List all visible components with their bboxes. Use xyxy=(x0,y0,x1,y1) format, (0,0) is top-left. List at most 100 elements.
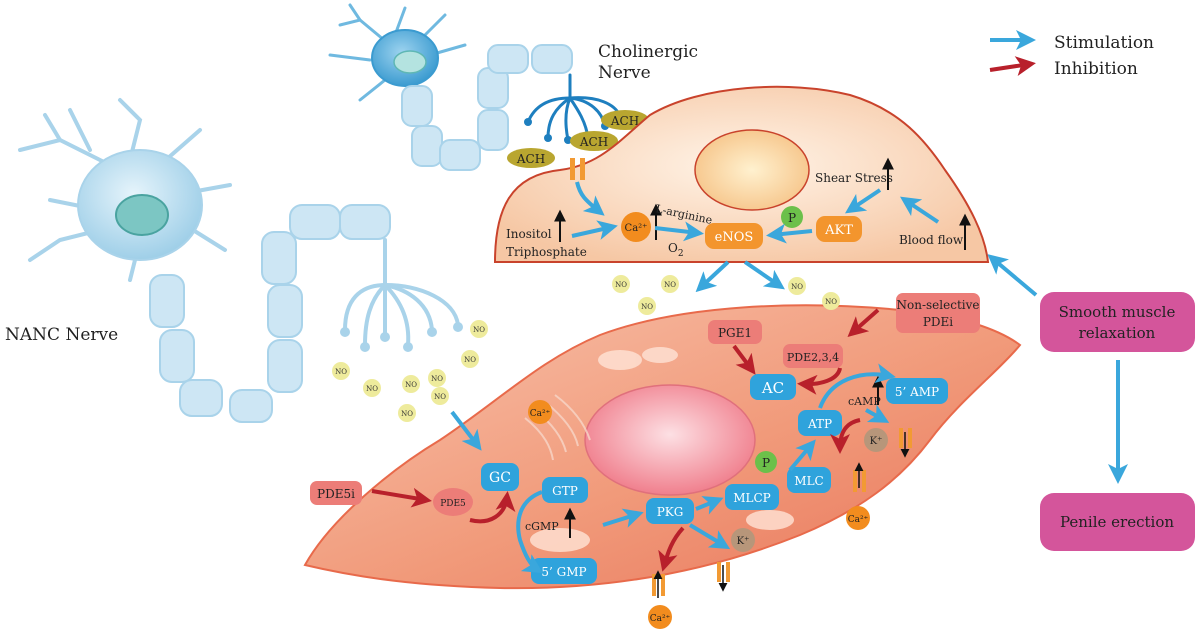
cholinergic-nucleus xyxy=(393,50,427,74)
smooth-muscle-inhib-arrows xyxy=(371,308,880,572)
inhibition-arrow-icon xyxy=(989,56,1036,76)
akt-label: AKT xyxy=(824,223,853,238)
outcomes: Smooth muscle relaxation Penile erection xyxy=(987,254,1195,551)
nonselective-label-line2: PDEi xyxy=(923,315,953,329)
ach-molecule: ACH xyxy=(507,148,555,168)
pde5-label: PDE5 xyxy=(440,499,466,509)
no-molecule: NO xyxy=(788,277,806,295)
nonselective-label-line1: Non-selective xyxy=(897,298,980,312)
mlcp-label: MLCP xyxy=(733,491,771,505)
sm-phosphate xyxy=(755,451,777,473)
svg-text:ACH: ACH xyxy=(610,114,639,128)
pde234-box xyxy=(783,344,843,368)
blood-flow-label: Blood flow xyxy=(899,233,964,247)
enos-box xyxy=(705,223,763,249)
svg-text:NO: NO xyxy=(791,283,803,291)
relaxation-line1: Smooth muscle xyxy=(1059,303,1176,321)
no-to-gc-arrow xyxy=(450,410,482,451)
ca-ion-right xyxy=(846,506,870,530)
svg-text:NO: NO xyxy=(405,381,417,389)
ach-molecule: ACH xyxy=(570,131,618,151)
ach-receptor xyxy=(570,158,585,180)
gmp5-box xyxy=(531,558,597,584)
pkg-box xyxy=(646,498,694,524)
akt-box xyxy=(816,216,862,242)
camp-label: cAMP xyxy=(848,395,881,408)
pge1-label: PGE1 xyxy=(718,326,752,340)
atp-box xyxy=(798,410,842,436)
k-channel-lower xyxy=(717,562,730,592)
legend-stimulation: Stimulation xyxy=(1054,33,1154,53)
no-molecule: NO xyxy=(428,369,446,387)
gc-box xyxy=(481,463,519,491)
ac-label: AC xyxy=(761,379,784,397)
no-molecule: NO xyxy=(612,275,630,293)
svg-text:NO: NO xyxy=(434,393,446,401)
svg-text:Ca²⁺: Ca²⁺ xyxy=(625,223,648,234)
gmp5-label: 5’ GMP xyxy=(541,565,586,579)
mlc-box xyxy=(787,467,831,493)
cholinergic-label-line2: Nerve xyxy=(598,63,651,83)
endothelial-arrows xyxy=(571,181,940,293)
svg-text:NO: NO xyxy=(335,368,347,376)
ca-channel-lower xyxy=(652,570,665,598)
no-molecule: NO xyxy=(332,362,350,380)
svg-text:P: P xyxy=(762,456,770,470)
pge1-box xyxy=(708,320,762,344)
svg-text:NO: NO xyxy=(473,326,485,334)
svg-text:NO: NO xyxy=(431,375,443,383)
nanc-nerve-label: NANC Nerve xyxy=(5,325,118,345)
endothelial-cell: Inositol Triphosphate Ca²⁺ L-arginine O2… xyxy=(493,85,990,263)
nonselective-pdei-box xyxy=(896,293,980,333)
endo-calcium-ion xyxy=(621,212,651,242)
inositol-label-line1: Inositol xyxy=(506,227,552,241)
svg-text:NO: NO xyxy=(664,281,676,289)
amp5-label: 5’ AMP xyxy=(895,385,939,399)
svg-text:NO: NO xyxy=(825,298,837,306)
no-molecule: NO xyxy=(398,404,416,422)
nanc-neuron: NANC Nerve xyxy=(5,98,463,423)
svg-text:NO: NO xyxy=(641,303,653,311)
svg-text:NO: NO xyxy=(615,281,627,289)
svg-text:NO: NO xyxy=(401,410,413,418)
svg-text:K⁺: K⁺ xyxy=(737,536,750,547)
svg-text:ACH: ACH xyxy=(579,135,608,149)
mlc-label: MLC xyxy=(794,474,823,488)
amp5-box xyxy=(886,378,948,404)
ca-ion-bottom xyxy=(648,605,672,629)
ach-molecules: ACH ACH ACH xyxy=(507,110,649,168)
legend: Stimulation Inhibition xyxy=(989,30,1154,79)
svg-text:Ca²⁺: Ca²⁺ xyxy=(650,614,671,624)
pde5-box xyxy=(433,488,473,516)
o2-label: O2 xyxy=(668,241,684,259)
smooth-muscle-nucleus xyxy=(584,384,756,496)
smooth-muscle-cell xyxy=(303,304,1022,590)
shear-stress-label: Shear Stress xyxy=(815,171,893,185)
no-molecule: NO xyxy=(638,297,656,315)
svg-text:K⁺: K⁺ xyxy=(870,436,883,447)
smooth-muscle-relaxation-box xyxy=(1040,292,1195,352)
atp-label: ATP xyxy=(807,417,832,431)
relaxation-to-endothelium-arrow xyxy=(987,254,1038,297)
no-molecule: NO xyxy=(431,387,449,405)
pde5i-box xyxy=(310,481,362,505)
cgmp-label: cGMP xyxy=(525,520,559,533)
endothelial-nucleus xyxy=(694,129,810,211)
svg-text:NO: NO xyxy=(366,385,378,393)
pde5i-label: PDE5i xyxy=(317,487,355,501)
svg-text:ACH: ACH xyxy=(516,152,545,166)
inositol-label-line2: Triphosphate xyxy=(506,245,587,259)
k-ion-lower xyxy=(731,528,755,552)
no-molecule: NO xyxy=(822,292,840,310)
no-molecules: NO NO NO NO NO NO NO NO NO NO NO NO NO xyxy=(332,275,840,422)
ca-channel xyxy=(853,462,866,492)
nanc-axon xyxy=(149,204,391,423)
mlcp-box xyxy=(725,484,779,510)
nanc-terminals xyxy=(343,238,460,347)
gtp-label: GTP xyxy=(552,484,578,498)
svg-text:Ca²⁺: Ca²⁺ xyxy=(848,515,869,525)
svg-text:Ca²⁺: Ca²⁺ xyxy=(530,409,551,419)
pkg-label: PKG xyxy=(657,505,684,519)
